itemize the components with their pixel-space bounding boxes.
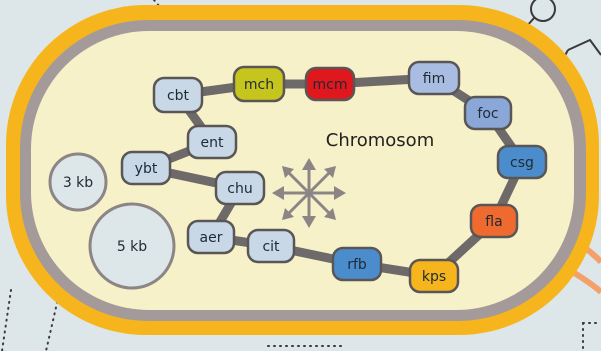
chromosome-label: Chromosom — [326, 130, 434, 151]
gene-label: fla — [485, 214, 502, 230]
gene-node-aer[interactable]: aer — [186, 219, 236, 255]
gene-box[interactable] — [232, 65, 286, 103]
plasmid-circle — [48, 152, 108, 212]
gene-label: csg — [510, 155, 534, 171]
gene-label: cit — [262, 239, 280, 255]
gene-label: ybt — [135, 161, 158, 177]
gene-label: chu — [227, 181, 252, 197]
gene-box[interactable] — [463, 95, 513, 131]
plasmid-p3: 3 kb — [48, 152, 108, 212]
gene-label: aer — [200, 230, 223, 246]
gene-label: mch — [244, 77, 274, 93]
plasmid-label: 3 kb — [63, 175, 93, 191]
gene-label: kps — [422, 269, 446, 285]
gene-label: ent — [201, 135, 224, 151]
plasmid-label: 5 kb — [117, 239, 147, 255]
gene-node-fla[interactable]: fla — [469, 203, 519, 239]
gene-box[interactable] — [214, 170, 266, 206]
gene-node-csg[interactable]: csg — [496, 144, 548, 180]
plasmid-p5: 5 kb — [88, 202, 176, 290]
gene-node-rfb[interactable]: rfb — [331, 246, 383, 282]
gene-box[interactable] — [152, 76, 204, 114]
gene-node-mch[interactable]: mch — [232, 65, 286, 103]
gene-label: foc — [477, 106, 498, 122]
plasmids: 3 kb 5 kb — [48, 152, 176, 290]
gene-label: rfb — [347, 257, 367, 273]
gene-box[interactable] — [186, 219, 236, 255]
gene-box[interactable] — [407, 60, 461, 96]
gene-node-mcm[interactable]: mcm — [304, 66, 356, 102]
gene-box[interactable] — [469, 203, 519, 239]
gene-node-ybt[interactable]: ybt — [120, 150, 172, 186]
gene-nodes: cbt mch mcm fim ent foc ybt csg chu fla aer cit rfb k… — [120, 60, 548, 294]
gene-node-fim[interactable]: fim — [407, 60, 461, 96]
gene-label: fim — [423, 71, 445, 87]
gene-box[interactable] — [408, 258, 460, 294]
gene-node-cit[interactable]: cit — [246, 228, 296, 264]
gene-label: cbt — [167, 88, 190, 104]
gene-box[interactable] — [246, 228, 296, 264]
gene-box[interactable] — [120, 150, 172, 186]
gene-node-chu[interactable]: chu — [214, 170, 266, 206]
gene-node-foc[interactable]: foc — [463, 95, 513, 131]
move-arrows-icon — [272, 158, 346, 228]
gene-node-ent[interactable]: ent — [186, 124, 238, 160]
gene-node-kps[interactable]: kps — [408, 258, 460, 294]
gene-label: mcm — [313, 77, 348, 93]
gene-box[interactable] — [496, 144, 548, 180]
gene-box[interactable] — [331, 246, 383, 282]
gene-box[interactable] — [186, 124, 238, 160]
gene-box[interactable] — [304, 66, 356, 102]
plasmid-circle — [88, 202, 176, 290]
gene-node-cbt[interactable]: cbt — [152, 76, 204, 114]
